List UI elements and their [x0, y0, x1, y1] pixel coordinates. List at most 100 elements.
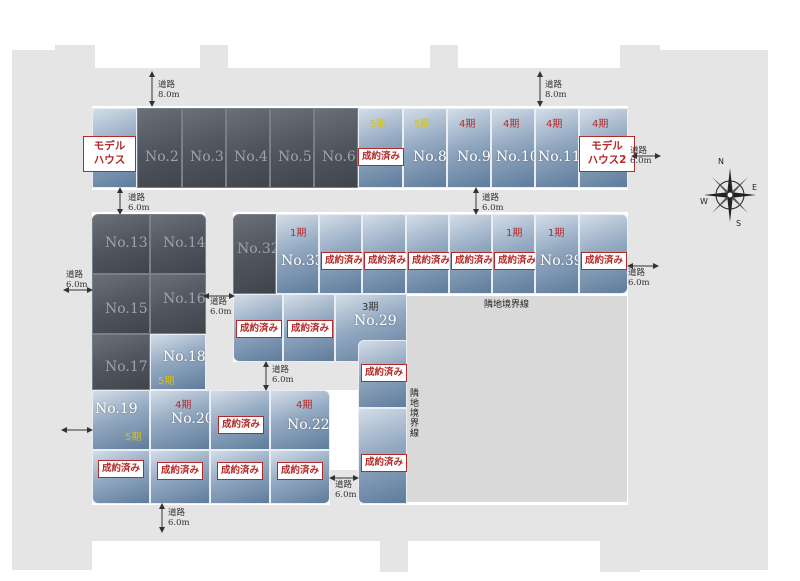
lot-number: No.17	[105, 359, 148, 375]
road-top-extension-a	[55, 45, 95, 70]
road-label-text: 道路	[272, 365, 290, 375]
road-width: 6.0m	[66, 280, 88, 290]
sold-badge-lot-31: 成約済み	[361, 454, 408, 472]
lot-number: No.4	[234, 149, 268, 165]
phase-label-lot-10: 4期	[503, 119, 520, 130]
lot-22[interactable]: No.22	[270, 390, 330, 450]
model-house-2[interactable]: モデル ハウス2	[579, 136, 635, 172]
compass-w: W	[700, 197, 708, 206]
road-label-text: 道路	[128, 193, 146, 203]
model-house-1[interactable]: モデル ハウス	[83, 136, 136, 172]
lot-20[interactable]: No.20	[150, 390, 214, 450]
phase-label-lot-38: 1期	[506, 228, 523, 239]
road-width: 6.0m	[482, 203, 504, 213]
neighbor-lot	[407, 296, 627, 502]
sold-badge-lot-30: 成約済み	[361, 364, 408, 382]
compass-s: S	[736, 219, 742, 228]
road-width: 8.0m	[158, 90, 180, 100]
sold-badge-lot-23: 成約済み	[98, 460, 145, 478]
sold-badge-lot-26: 成約済み	[277, 462, 324, 480]
sold-badge-lot-36: 成約済み	[408, 252, 455, 270]
boundary-label-horizontal: 隣地境界線	[484, 300, 530, 310]
lot-10[interactable]: No.10	[491, 108, 539, 188]
road-label-text: 道路	[335, 480, 353, 490]
road-right	[628, 50, 768, 570]
lot-number: No.39	[540, 253, 583, 269]
sold-badge-lot-40: 成約済み	[581, 252, 628, 270]
lot-33[interactable]: No.33	[276, 214, 324, 294]
lot-number: No.15	[105, 301, 148, 317]
lot-13[interactable]: No.13	[92, 214, 150, 274]
lot-number: No.14	[163, 235, 206, 251]
lot-number: No.16	[163, 291, 206, 307]
sold-badge-lot-25: 成約済み	[217, 462, 264, 480]
phase-label-lot-11: 4期	[546, 119, 563, 130]
phase-label-lot-22: 4期	[296, 400, 313, 411]
model-house-label-line1: モデル	[93, 140, 126, 152]
road-width: 6.0m	[630, 156, 652, 166]
lot-9[interactable]: No.9	[447, 108, 491, 188]
lot-18[interactable]: No.18	[150, 334, 206, 390]
lot-number: No.11	[538, 149, 581, 165]
lot-8[interactable]: No.8	[403, 108, 447, 188]
phase-label-lot-12: 4期	[592, 119, 609, 130]
sold-badge-lot-28: 成約済み	[287, 320, 334, 338]
lot-15[interactable]: No.15	[92, 274, 150, 334]
lot-number: No.32	[237, 241, 280, 257]
lot-19[interactable]: No.19	[92, 390, 150, 450]
phase-label-lot-39: 1期	[548, 228, 565, 239]
lot-number: No.8	[413, 149, 447, 165]
road-label-text: 道路	[158, 80, 176, 90]
lot-2[interactable]: No.2	[137, 108, 182, 188]
sold-badge-lot-7: 成約済み	[358, 148, 405, 166]
phase-label-lot-20: 4期	[175, 400, 192, 411]
road-middle	[12, 190, 767, 212]
lot-39[interactable]: No.39	[535, 214, 583, 294]
road-width: 6.0m	[210, 307, 232, 317]
sold-badge-lot-21: 成約済み	[218, 416, 265, 434]
lot-14[interactable]: No.14	[150, 214, 206, 274]
sold-badge-lot-24: 成約済み	[157, 462, 204, 480]
compass-n: N	[718, 157, 724, 166]
lot-6[interactable]: No.6	[314, 108, 358, 188]
phase-label-lot-7: 5期	[370, 119, 387, 130]
lot-number: No.33	[281, 253, 324, 269]
road-bottom-extension-a	[380, 540, 408, 572]
lot-4[interactable]: No.4	[226, 108, 270, 188]
lot-17[interactable]: No.17	[92, 334, 150, 390]
lot-11[interactable]: No.11	[535, 108, 581, 188]
road-label-text: 道路	[630, 146, 648, 156]
road-bottom-extension-b	[600, 540, 640, 572]
lot-32[interactable]: No.32	[233, 214, 280, 294]
lot-3[interactable]: No.3	[182, 108, 226, 188]
road-left	[12, 50, 92, 570]
road-label-text: 道路	[545, 80, 563, 90]
lot-number: No.29	[354, 313, 397, 329]
road-width: 8.0m	[545, 90, 567, 100]
phase-label-lot-19: 5期	[125, 432, 142, 443]
phase-label-lot-8: 5期	[414, 119, 431, 130]
road-label-text: 道路	[66, 270, 84, 280]
lot-number: No.20	[171, 411, 214, 427]
road-label-text: 道路	[168, 508, 186, 518]
lot-16[interactable]: No.16	[150, 274, 206, 334]
lot-number: No.2	[145, 149, 179, 165]
sold-badge-lot-38: 成約済み	[494, 252, 541, 270]
lot-5[interactable]: No.5	[270, 108, 314, 188]
road-width: 6.0m	[628, 278, 650, 288]
road-label-text: 道路	[482, 193, 500, 203]
model-house-label-line2: ハウス	[93, 154, 126, 166]
lot-number: No.19	[95, 401, 138, 417]
phase-label-lot-29: 3期	[362, 302, 379, 313]
sold-badge-lot-35: 成約済み	[364, 252, 411, 270]
road-width: 6.0m	[168, 518, 190, 528]
